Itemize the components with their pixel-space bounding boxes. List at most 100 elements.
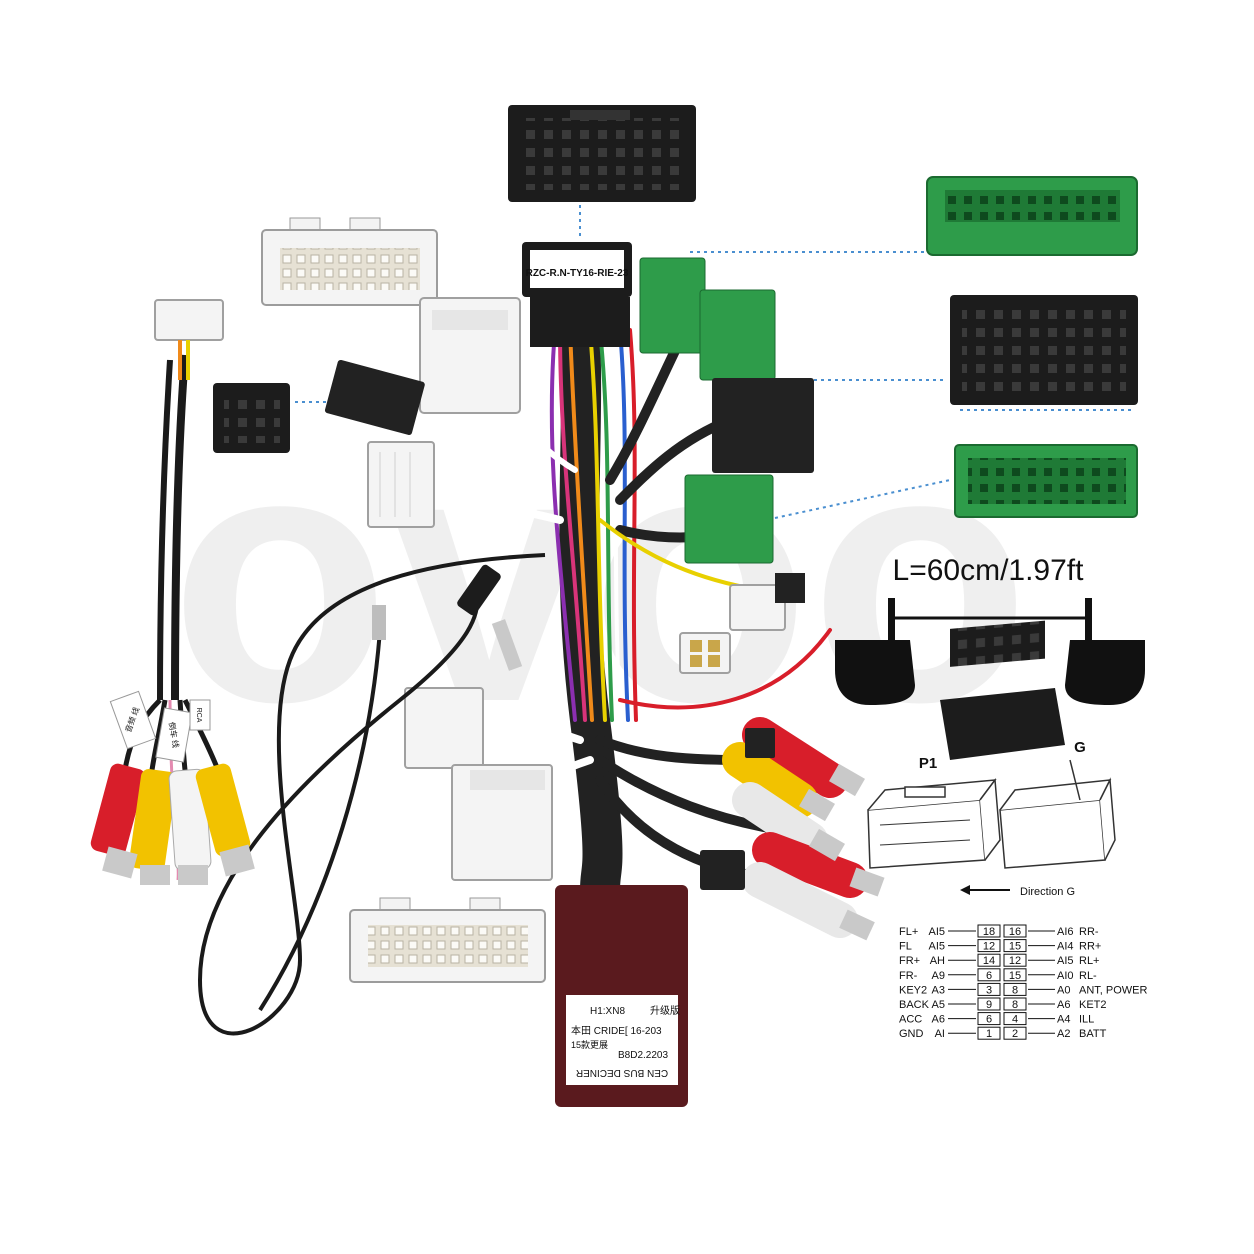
label-g: G (1074, 739, 1086, 756)
black-connector-harness (712, 378, 814, 473)
decoder-line3: 15款更展 (571, 1039, 608, 1050)
green-connector-top (926, 176, 1138, 256)
pinout-right-pin (1003, 953, 1027, 967)
length-label: L=60cm/1.97ft (893, 554, 1085, 587)
pinout-left-pin (977, 1026, 1001, 1040)
pinout-left-code: AI (935, 1028, 945, 1040)
pinout-right-code: AI5 (1057, 955, 1074, 967)
pinout-right-pin (1003, 1012, 1027, 1026)
pinout-left-name: FL (899, 941, 912, 953)
pinout-right-pin (1003, 924, 1027, 938)
pinout-left-pin-number: 1 (986, 1028, 992, 1040)
pinout-right-pin-number: 4 (1012, 1014, 1018, 1026)
length-indicator: L=60cm/1.97ft (835, 554, 1145, 705)
black-connector-mid-left (324, 359, 425, 436)
pinout-right-name: KET2 (1079, 999, 1107, 1011)
pinout-right-pin-number: 15 (1009, 970, 1021, 982)
pinout-right-code: AI6 (1057, 926, 1074, 938)
decoder-box: H1:XN8 升级版 本田 CRIDE[ 16-203 15款更展 B8D2.2… (555, 885, 688, 1107)
black-connector-right (950, 295, 1138, 405)
pinout-left-code: AH (930, 955, 945, 967)
pinout-left-code: A3 (932, 984, 945, 996)
connector-drawings: P1 G (867, 739, 1116, 869)
pinout-right-pin (1003, 968, 1027, 982)
pinout-right-pin-number: 8 (1012, 999, 1018, 1011)
pinout-right-code: A4 (1057, 1014, 1070, 1026)
pinout-left-code: A9 (932, 970, 945, 982)
pinout-left-pin (977, 953, 1001, 967)
pinout-left-pin-number: 6 (986, 1014, 992, 1026)
pinout-left-pin (977, 1012, 1001, 1026)
pinout-right-code: A2 (1057, 1028, 1070, 1040)
pinout-right-pin (1003, 997, 1027, 1011)
green-connector-bottom (954, 444, 1138, 518)
pinout-left-pin (977, 939, 1001, 953)
pinout-right-pin-number: 15 (1009, 941, 1021, 953)
white-connector-upper (419, 297, 521, 414)
pinout-left-pin-number: 14 (983, 955, 995, 967)
pinout-left-pin-number: 6 (986, 970, 992, 982)
top-left-white-connector (261, 217, 438, 306)
pinout-left-pin (977, 982, 1001, 996)
pinout-right-pin (1003, 1026, 1027, 1040)
pinout-left-name: KEY2 (899, 984, 927, 996)
decoder-line2: 本田 CRIDE[ 16-203 (571, 1024, 662, 1037)
decoder-line4: CEN BUS DECINER (576, 1067, 668, 1078)
can-module-top: RZC-R.N-TY16-RIE-23 (522, 242, 632, 347)
pinout-right-name: BATT (1079, 1028, 1107, 1040)
pinout-right-code: A0 (1057, 984, 1070, 996)
decoder-line1: H1:XN8 (590, 1006, 625, 1017)
pinout-left-name: FL+ (899, 926, 918, 938)
bottom-white-connector (349, 897, 546, 983)
pinout-left-name: FR- (899, 970, 918, 982)
pinout-left-pin-number: 18 (983, 926, 995, 938)
pinout-right-name: RL- (1079, 970, 1097, 982)
small-black-connector (213, 383, 290, 453)
pinout-right-pin-number: 8 (1012, 984, 1018, 996)
cable-tags-left: 音频 线 倒车 线 RCA (109, 690, 211, 763)
pinout-right-code: AI0 (1057, 970, 1074, 982)
pinout-right-pin-number: 2 (1012, 1028, 1018, 1040)
tag-c: RCA (195, 708, 202, 723)
label-p1: P1 (919, 755, 937, 772)
left-hand-icon (835, 598, 915, 705)
pinout-left-code: A5 (932, 999, 945, 1011)
white-connector-lower-left (404, 687, 484, 769)
pinout-left-pin (977, 924, 1001, 938)
module-top-label: RZC-R.N-TY16-RIE-23 (526, 268, 629, 279)
pinout-left-name: ACC (899, 1014, 922, 1026)
pinout-right-name: ANT, POWER (1079, 984, 1148, 996)
pinout-right-name: RR- (1079, 926, 1099, 938)
small-white-4pin (679, 632, 731, 674)
antenna-cable (197, 553, 546, 1036)
pinout-right-pin (1003, 939, 1027, 953)
white-connector-left (367, 441, 435, 528)
tag-b: 倒车 线 (167, 721, 181, 749)
pinout-left-pin (977, 997, 1001, 1011)
direction-label: Direction G (1020, 886, 1075, 898)
pinout-left-name: GND (899, 1028, 924, 1040)
pinout-right-pin-number: 16 (1009, 926, 1021, 938)
pinout-left-pin-number: 12 (983, 941, 995, 953)
pinout-right-code: AI4 (1057, 941, 1074, 953)
direction-indicator: Direction G (960, 885, 1075, 898)
pinout-right-pin-number: 12 (1009, 955, 1021, 967)
pinout-left-name: BACK (899, 999, 930, 1011)
rca-left-plugs (90, 763, 255, 885)
rca-right-plugs (700, 717, 885, 941)
pinout-left-name: FR+ (899, 955, 920, 967)
pinout-right-name: RL+ (1079, 955, 1100, 967)
right-hand-icon (1065, 598, 1145, 705)
pinout-right-pin (1003, 982, 1027, 996)
pinout-left-code: AI5 (928, 926, 945, 938)
decoder-line1-right: 升级版 (650, 1004, 680, 1017)
green-connectors-harness (639, 257, 776, 564)
pinout-left-code: A6 (932, 1014, 945, 1026)
small-white-2pin (729, 573, 805, 631)
pinout-left-pin-number: 3 (986, 984, 992, 996)
top-black-connector (508, 105, 696, 202)
pinout-right-code: A6 (1057, 999, 1070, 1011)
